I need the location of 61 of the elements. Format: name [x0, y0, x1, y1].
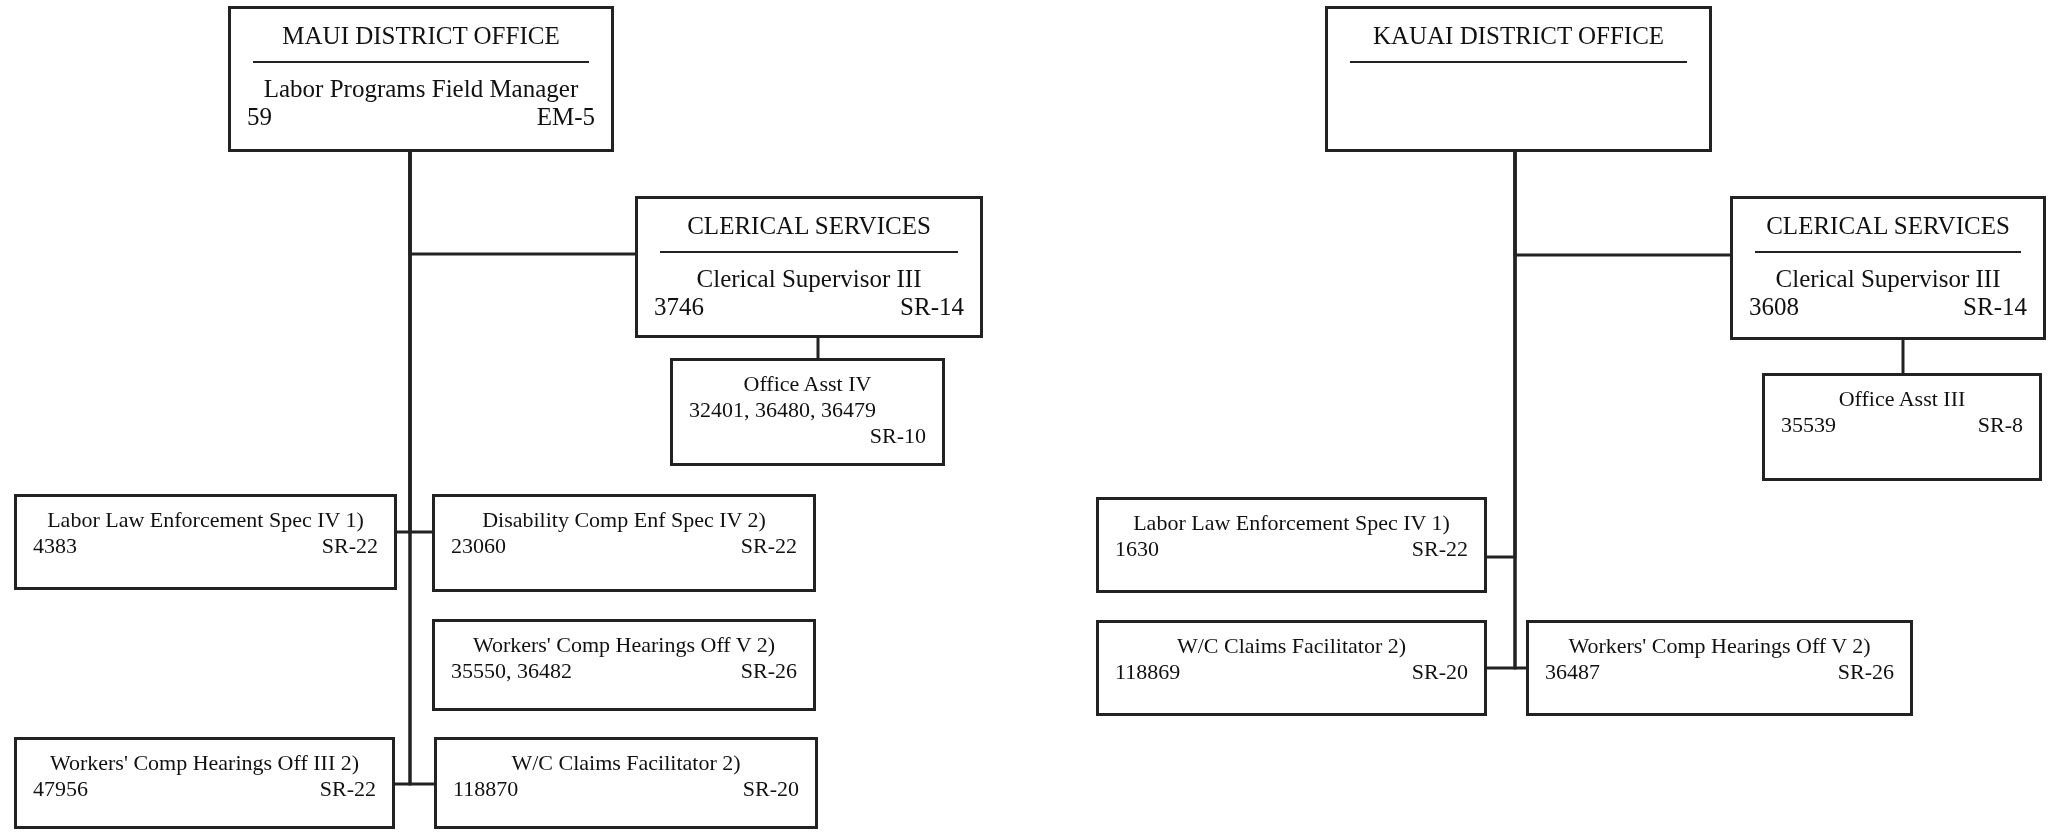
pay-grade: SR-14: [900, 293, 964, 321]
pay-grade: SR-22: [319, 776, 376, 802]
connector-line: [1513, 152, 1526, 670]
position-number: 35539: [1781, 412, 1836, 438]
office-heading: CLERICAL SERVICES: [1765, 211, 2011, 241]
connector-line: [816, 338, 820, 358]
pay-grade: SR-22: [321, 533, 378, 559]
org-box: [1096, 620, 1487, 716]
position-title: Office Asst III: [1837, 386, 1967, 412]
org-box: [1526, 620, 1913, 716]
org-box: [1096, 497, 1487, 593]
position-title: Workers' Comp Hearings Off V 2): [471, 632, 777, 658]
office-heading: KAUAI DISTRICT OFFICE: [1371, 21, 1666, 51]
pay-grade: SR-20: [1411, 659, 1468, 685]
position-title: Clerical Supervisor III: [1774, 265, 2002, 293]
position-number: 32401, 36480, 36479: [689, 397, 876, 423]
position-title: Labor Law Enforcement Spec IV 1): [1132, 510, 1451, 536]
position-number: 35550, 36482: [451, 658, 572, 684]
position-number: 47956: [33, 776, 88, 802]
office-heading: MAUI DISTRICT OFFICE: [281, 21, 561, 51]
pay-grade: SR-26: [740, 658, 797, 684]
pay-grade: SR-14: [1963, 293, 2027, 321]
org-box: [1730, 196, 2046, 340]
org-box: [434, 737, 818, 829]
position-title: Clerical Supervisor III: [695, 265, 923, 293]
org-box: [432, 619, 816, 711]
org-box: [432, 494, 816, 592]
connector-line: [1901, 340, 1905, 373]
org-box: [1762, 373, 2042, 481]
pay-grade: SR-22: [1411, 536, 1468, 562]
org-box: [14, 494, 397, 590]
org-box: [228, 6, 614, 152]
position-title: Workers' Comp Hearings Off V 2): [1567, 633, 1872, 659]
position-number: 3608: [1749, 293, 1799, 321]
position-number: 59: [247, 103, 272, 131]
position-title: Office Asst IV: [742, 371, 873, 397]
position-title: Labor Law Enforcement Spec IV 1): [46, 507, 365, 533]
pay-grade: SR-20: [742, 776, 799, 802]
pay-grade: SR-22: [740, 533, 797, 559]
position-title: Labor Programs Field Manager: [262, 75, 580, 103]
position-title: Disability Comp Enf Spec IV 2): [481, 507, 767, 533]
position-number: 1630: [1115, 536, 1159, 562]
pay-grade: SR-26: [1837, 659, 1894, 685]
position-number: 118870: [453, 776, 519, 802]
org-box: [1325, 6, 1712, 152]
office-heading: CLERICAL SERVICES: [686, 211, 932, 241]
org-box: [635, 196, 983, 338]
position-number: 23060: [451, 533, 506, 559]
position-number: 3746: [654, 293, 704, 321]
position-title: W/C Claims Facilitator 2): [1175, 633, 1408, 659]
position-number: 4383: [33, 533, 77, 559]
pay-grade: SR-8: [1977, 412, 2023, 438]
connector-line: [408, 152, 434, 786]
position-number: 36487: [1545, 659, 1600, 685]
pay-grade: EM-5: [536, 103, 595, 131]
pay-grade: SR-10: [869, 423, 927, 449]
position-title: W/C Claims Facilitator 2): [510, 750, 742, 776]
position-number: 118869: [1115, 659, 1181, 685]
org-box: [670, 358, 945, 466]
org-box: [14, 737, 395, 829]
position-title: Workers' Comp Hearings Off III 2): [48, 750, 361, 776]
